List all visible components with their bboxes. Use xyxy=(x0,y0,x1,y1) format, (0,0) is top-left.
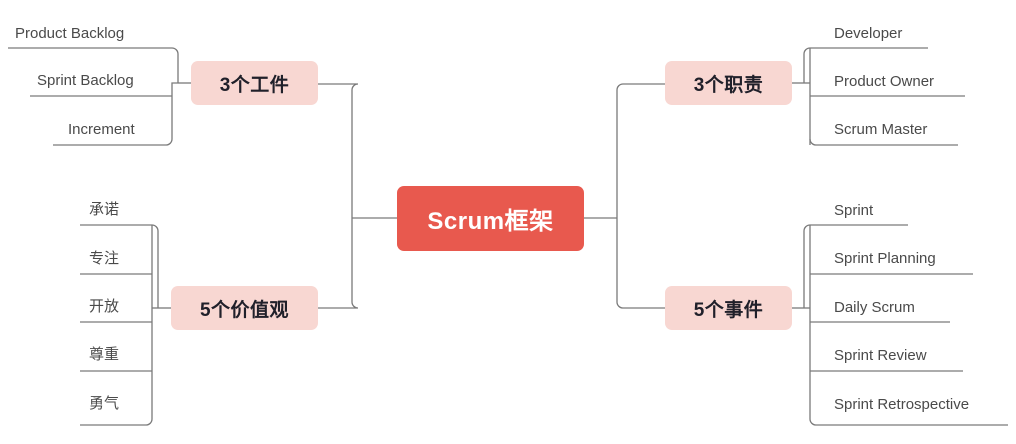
leaf-label: Scrum Master xyxy=(834,121,928,138)
leaf-events-5[interactable]: Sprint Retrospective xyxy=(834,397,969,412)
branch-node-artifacts[interactable]: 3个工件 xyxy=(191,61,318,105)
connector-root-to-values xyxy=(318,218,359,309)
leaf-label: Increment xyxy=(68,121,135,138)
connector-root-to-events xyxy=(616,218,665,309)
leaf-label: Daily Scrum xyxy=(834,299,915,316)
leaf-events-2[interactable]: Sprint Planning xyxy=(834,251,936,266)
leaf-values-3[interactable]: 开放 xyxy=(89,299,119,314)
connector-roles-leaf-3 xyxy=(809,138,958,146)
leaf-label: Sprint Review xyxy=(834,347,927,364)
leaf-values-4[interactable]: 尊重 xyxy=(89,347,119,362)
leaf-label: 开放 xyxy=(89,298,120,315)
leaf-artifacts-1[interactable]: Product Backlog xyxy=(15,26,124,41)
leaf-label: Sprint Retrospective xyxy=(834,396,970,413)
leaf-events-1[interactable]: Sprint xyxy=(834,203,873,218)
leaf-label: Developer xyxy=(834,25,903,42)
leaf-values-2[interactable]: 专注 xyxy=(89,251,119,266)
root-node[interactable]: Scrum框架 xyxy=(397,186,584,251)
connector-root-to-roles xyxy=(616,83,665,218)
leaf-events-3[interactable]: Daily Scrum xyxy=(834,300,915,315)
leaf-label: Product Backlog xyxy=(15,25,125,42)
leaf-label: 勇气 xyxy=(89,395,120,412)
connector-events-leaf-5 xyxy=(809,418,1008,426)
branch-node-events[interactable]: 5个事件 xyxy=(665,286,792,330)
connector-root-to-artifacts xyxy=(318,83,359,218)
leaf-label: 承诺 xyxy=(89,201,120,218)
leaf-label: 尊重 xyxy=(89,346,120,363)
leaf-values-5[interactable]: 勇气 xyxy=(89,396,119,411)
leaf-label: 专注 xyxy=(89,250,120,267)
leaf-values-1[interactable]: 承诺 xyxy=(89,202,119,217)
connector-artifacts-leaf-2-stub xyxy=(171,82,178,96)
branch-node-artifacts-label: 3个工件 xyxy=(219,74,290,96)
leaf-roles-2[interactable]: Product Owner xyxy=(834,74,934,89)
leaf-roles-3[interactable]: Scrum Master xyxy=(834,122,927,137)
branch-node-events-label: 5个事件 xyxy=(693,299,764,321)
leaf-label: Sprint Planning xyxy=(834,250,936,267)
leaf-artifacts-2[interactable]: Sprint Backlog xyxy=(37,73,134,88)
leaf-label: Sprint Backlog xyxy=(37,72,134,89)
branch-node-values[interactable]: 5个价值观 xyxy=(171,286,318,330)
leaf-label: Sprint xyxy=(834,202,874,219)
leaf-roles-1[interactable]: Developer xyxy=(834,26,902,41)
leaf-label: Product Owner xyxy=(834,73,935,90)
branch-node-roles[interactable]: 3个职责 xyxy=(665,61,792,105)
branch-node-roles-label: 3个职责 xyxy=(693,74,764,96)
leaf-artifacts-3[interactable]: Increment xyxy=(68,122,135,137)
leaf-events-4[interactable]: Sprint Review xyxy=(834,348,927,363)
root-node-label: Scrum框架 xyxy=(427,208,554,235)
branch-node-values-label: 5个价值观 xyxy=(199,299,290,321)
